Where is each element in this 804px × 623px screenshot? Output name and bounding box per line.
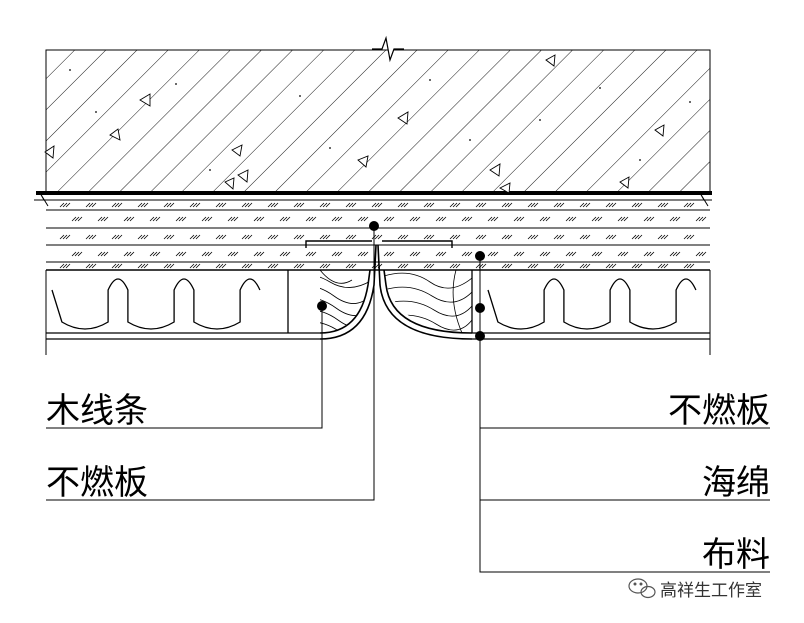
sponge-panel-left (45, 270, 320, 355)
wood-trim-right (377, 244, 473, 340)
sponge-panel-right (472, 270, 711, 355)
watermark: 高祥生工作室 (628, 578, 762, 601)
wechat-icon (628, 578, 656, 599)
label-fabric: 布料 (702, 535, 770, 575)
label-nonflammable-board-left: 不燃板 (46, 463, 148, 503)
leader-lines (46, 226, 770, 573)
label-nonflammable-board-right: 不燃板 (668, 391, 770, 431)
aggregate-marks (44, 54, 665, 194)
board-tick-marks (59, 202, 707, 269)
board-layers (34, 192, 712, 271)
embedded-strip (305, 240, 453, 248)
concrete-slab (36, 35, 712, 195)
leader-dots (317, 221, 485, 341)
watermark-text: 高祥生工作室 (660, 581, 762, 601)
wood-trim-left (287, 244, 377, 340)
aggregate-dots (69, 69, 691, 171)
label-wood-trim: 木线条 (46, 391, 148, 431)
label-sponge: 海绵 (702, 463, 770, 503)
